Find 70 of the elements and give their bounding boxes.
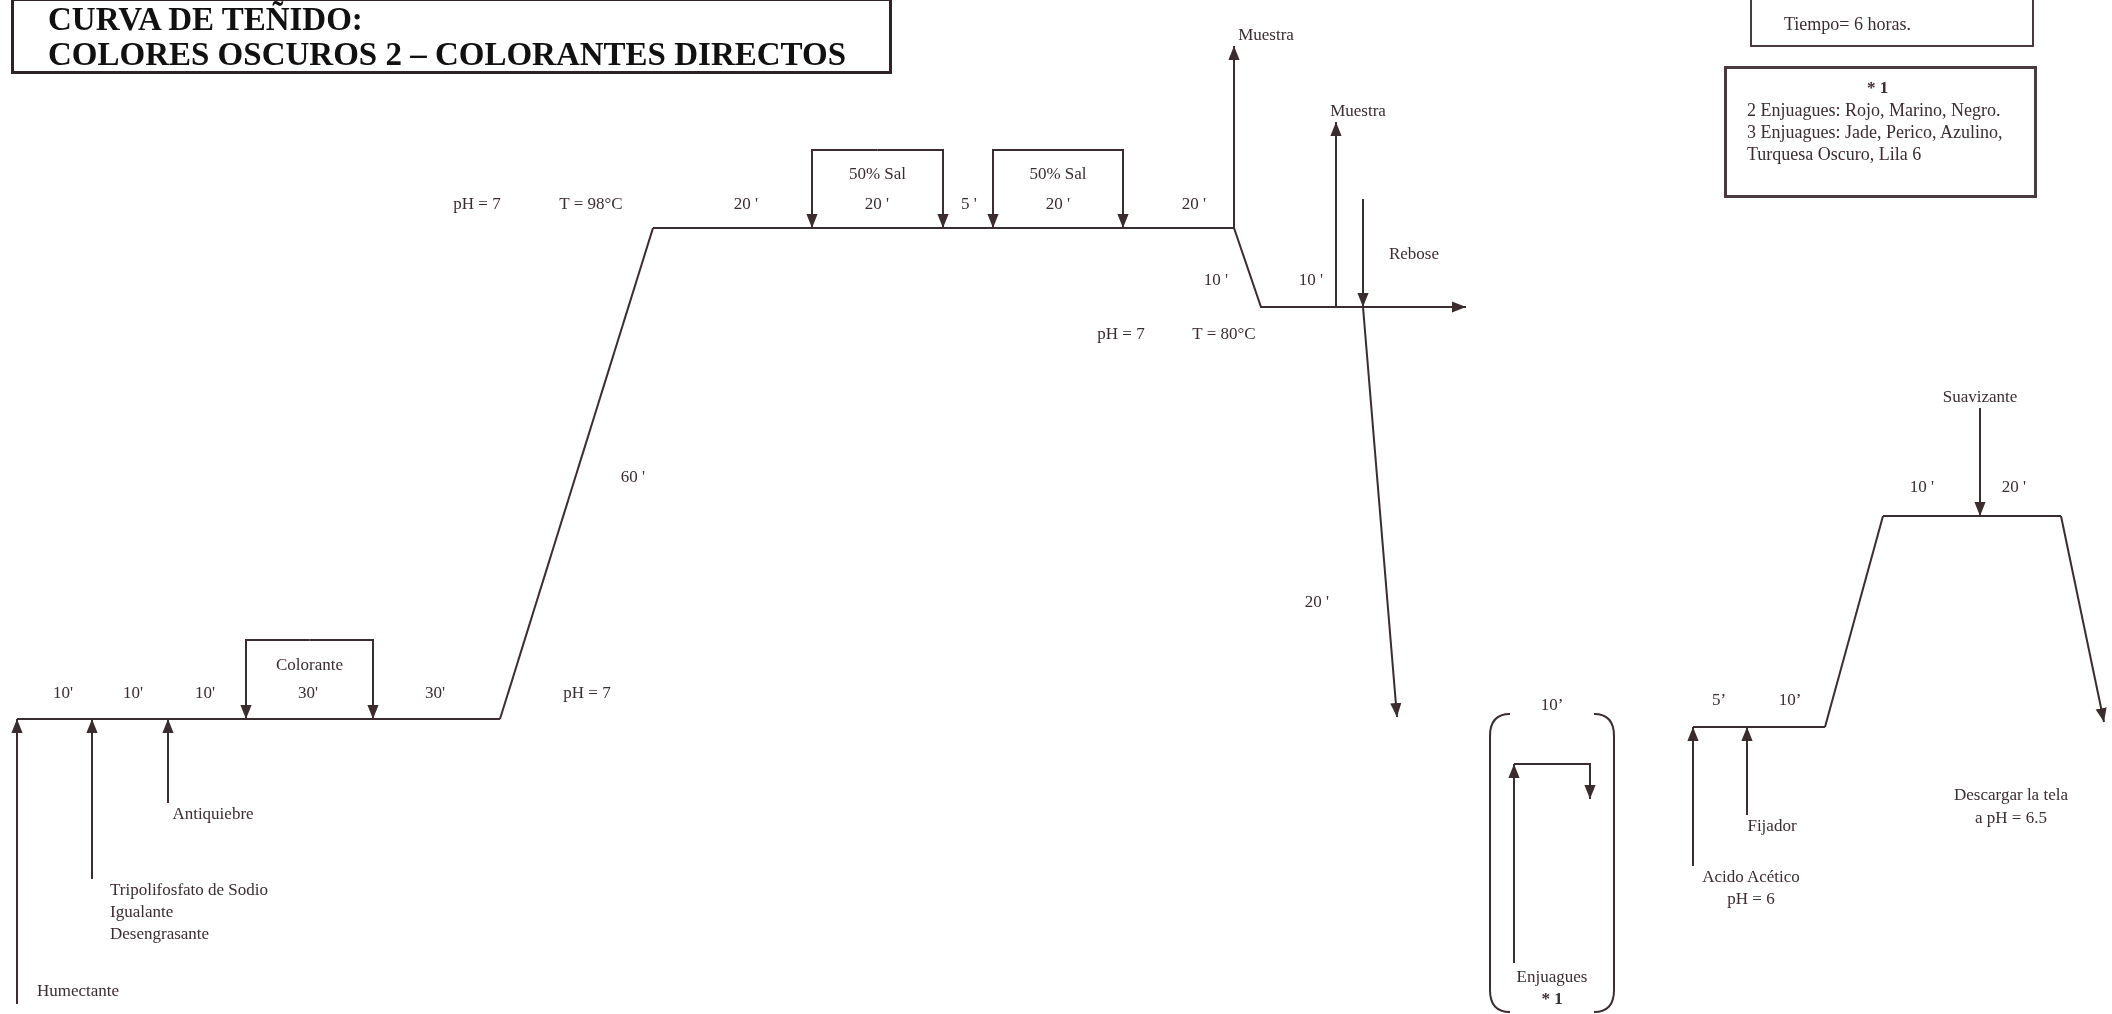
arrow [1687, 726, 1699, 867]
bracket-arrow [308, 639, 379, 720]
step-label: Acido Acético pH = 6 [1684, 866, 1818, 912]
temperature-label: T = 80°C [1192, 322, 1256, 345]
note-text: 3 Enjuagues: Jade, Perico, Azulino, Turquesa Oscuro, Lila 6 [1747, 121, 2004, 165]
temperature-ramp [1824, 515, 1884, 728]
duration-label: 10' [52, 681, 74, 704]
duration-label: 10 ' [1298, 268, 1324, 291]
duration-label: 10' [122, 681, 144, 704]
note-box [1724, 66, 2037, 198]
info-box [1750, 0, 2034, 47]
note-heading: * 1 [1866, 77, 1889, 99]
duration-label: 20 ' [733, 192, 759, 215]
duration-label: 60 ' [620, 465, 646, 488]
bracket-arrow [876, 149, 949, 229]
duration-label: 10 ' [1909, 475, 1935, 498]
info-text: Tiempo= 6 horas. [1784, 13, 1911, 35]
duration-label: 20 ' [864, 192, 890, 215]
arrow [1228, 45, 1240, 229]
bracket-arrow [240, 639, 311, 720]
duration-label: 30' [424, 681, 446, 704]
step-label: Muestra [1228, 24, 1304, 46]
step-label: Rebose [1389, 242, 1439, 265]
duration-label: 5’ [1711, 688, 1727, 711]
step-label: Antiquiebre [160, 803, 266, 825]
step-label: Fijador [1737, 815, 1807, 837]
arrow [1974, 407, 1986, 517]
duration-label: 30' [297, 681, 319, 704]
bracket-arrow [987, 149, 1059, 229]
step-label: 50% Sal [1029, 163, 1087, 185]
note-text: Descargar la tela a pH = 6.5 [1953, 784, 2069, 829]
duration-label: 5 ' [961, 192, 977, 215]
arrow [1330, 121, 1342, 308]
title-text: CURVA DE TEÑIDO: [48, 2, 363, 37]
step-label: 10’ [1540, 694, 1564, 716]
temperature-label: T = 98°C [559, 192, 623, 215]
ph-label: pH = 7 [563, 681, 611, 704]
drain-arrow [1362, 306, 1402, 718]
step-label: Colorante [275, 654, 343, 676]
ph-label: pH = 7 [453, 192, 501, 215]
cooling-arrow [2060, 515, 2107, 723]
bracket-arrow [1057, 149, 1129, 229]
temperature-ramp [499, 227, 654, 720]
step-label: 50% Sal [848, 163, 907, 185]
title-box [11, 0, 892, 74]
duration-label: 10 ' [1203, 268, 1229, 291]
step-label: Desengrasante [110, 923, 210, 945]
title-text: COLORES OSCUROS 2 – COLORANTES DIRECTOS [48, 37, 846, 72]
duration-label: 20 ' [2001, 475, 2027, 498]
arrow [86, 718, 98, 880]
step-label: Igualante [110, 901, 174, 923]
step-label: * 1 [1541, 988, 1563, 1010]
arrow [1741, 726, 1753, 816]
duration-label: 20 ' [1045, 192, 1071, 215]
step-label: Humectante [37, 980, 120, 1002]
arrow [162, 718, 174, 804]
duration-label: 10' [194, 681, 216, 704]
temperature-curve [1233, 227, 1467, 313]
note-text: 2 Enjuagues: Rojo, Marino, Negro. [1747, 99, 2001, 121]
duration-label: 10’ [1778, 688, 1802, 711]
bracket-arrow [806, 149, 879, 229]
duration-label: 20 ' [1181, 192, 1207, 215]
ph-label: pH = 7 [1097, 322, 1145, 345]
step-label: Suavizante [1938, 386, 2022, 408]
step-label: Muestra [1320, 100, 1396, 122]
step-label: Tripolifosfato de Sodio [110, 879, 269, 901]
arrow [1357, 198, 1369, 308]
step-label: Enjuagues [1516, 966, 1588, 988]
arrow [11, 718, 23, 1005]
duration-label: 20 ' [1304, 590, 1330, 613]
